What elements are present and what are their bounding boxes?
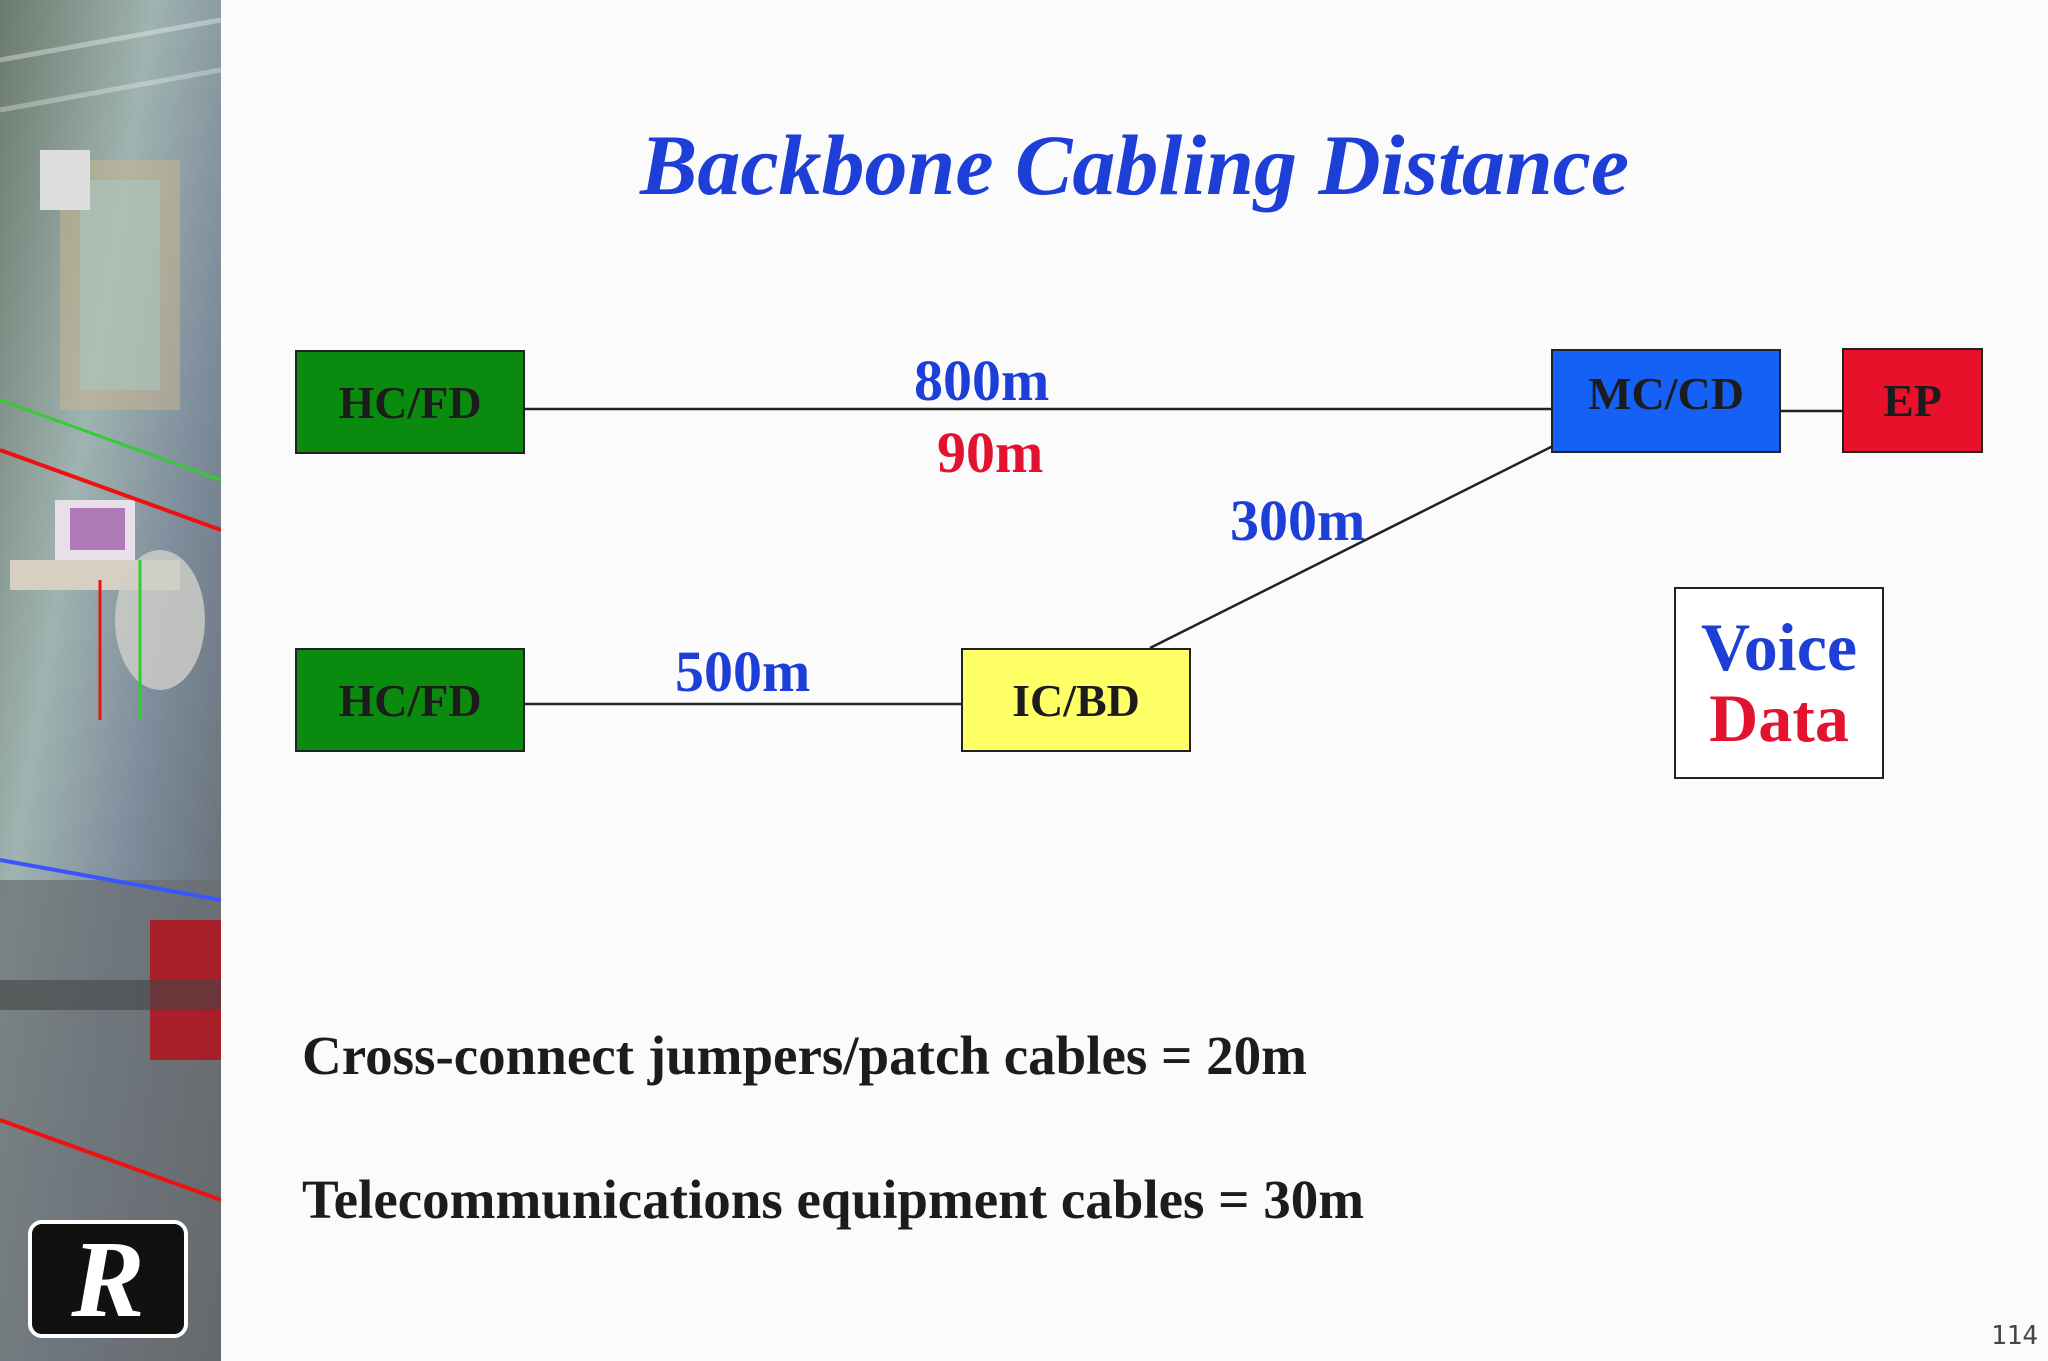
slide-title: Backbone Cabling Distance: [639, 117, 1630, 213]
building-illustration: [0, 0, 221, 1361]
node-hc-fd-top-label: HC/FD: [338, 376, 482, 428]
distance-ic-to-mc: 300m: [1230, 488, 1366, 553]
node-ep: EP: [1842, 348, 1983, 453]
legend-data: Data: [1709, 680, 1849, 756]
node-mc-cd: MC/CD: [1551, 349, 1781, 453]
distance-hc-to-ic: 500m: [675, 639, 811, 704]
node-ic-bd: IC/BD: [961, 648, 1191, 752]
note-equipment: Telecommunications equipment cables = 30…: [302, 1169, 1365, 1230]
node-ep-label: EP: [1883, 375, 1942, 426]
logo-letter: R: [71, 1218, 145, 1340]
note-jumpers: Cross-connect jumpers/patch cables = 20m: [302, 1025, 1307, 1086]
node-hc-fd-top: HC/FD: [295, 350, 525, 454]
legend-voice: Voice: [1700, 608, 1858, 685]
node-ic-bd-label: IC/BD: [1012, 674, 1140, 726]
company-logo: R: [28, 1220, 188, 1338]
distance-data-top: 90m: [937, 420, 1044, 485]
side-illustration: [0, 0, 221, 1361]
page-number: 114: [1991, 1321, 2038, 1351]
node-hc-fd-bottom: HC/FD: [295, 648, 525, 752]
legend-box: Voice Data: [1674, 587, 1884, 779]
distance-voice-top: 800m: [914, 348, 1050, 413]
node-mc-cd-label: MC/CD: [1588, 368, 1744, 419]
node-hc-fd-bottom-label: HC/FD: [338, 674, 482, 726]
